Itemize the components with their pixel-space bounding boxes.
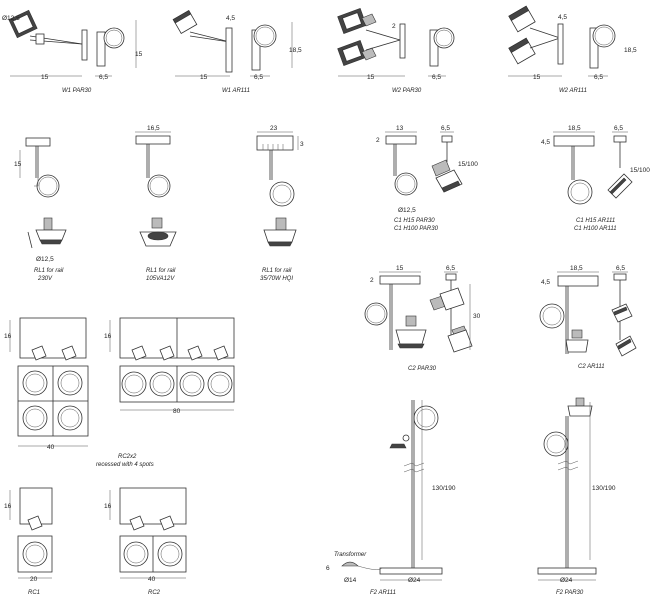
dim-c1-top: 2 [376, 137, 380, 144]
dim-f2par-height: 130/190 [592, 485, 616, 492]
dim-c1-width: 13 [396, 125, 404, 132]
dim-rc2-height: 16 [104, 503, 112, 510]
dim-rc1x4-width: 80 [173, 408, 181, 415]
dim-w2ar-offset: 4,5 [558, 14, 567, 21]
caption-w2-par30: W2 PAR30 [392, 88, 422, 94]
dim-w2-top: 2 [392, 23, 396, 30]
caption-rl1-12v-b: 105VA12V [146, 276, 175, 282]
dim-w1ar-depth: 6,5 [254, 74, 263, 81]
rc1-drawing [9, 487, 53, 579]
dim-f2ar-base: Ø24 [408, 577, 421, 584]
dim-rl1-hqi-height: 3 [300, 141, 304, 148]
w2-par30-drawing [337, 8, 455, 77]
f2-par30-drawing [537, 397, 597, 581]
caption-rc2x2-b: recessed with 4 spots [96, 462, 154, 468]
caption-rl1-12v-a: RL1 for rail [146, 268, 176, 274]
c2-par30-drawing [364, 271, 473, 353]
rl1-230v-drawing [19, 137, 67, 249]
dim-f2par-base: Ø24 [560, 577, 573, 584]
caption-rl1-hqi-b: 35/70W HQI [260, 276, 293, 282]
dim-rl1-diameter: Ø12,5 [36, 256, 54, 263]
rc2-drawing [109, 487, 187, 579]
dim-w1-diameter: Ø12,5 [2, 15, 20, 22]
dim-transformer-height: 6 [326, 565, 330, 572]
caption-f2-ar111: F2 AR111 [370, 590, 396, 596]
dim-rc1-height: 16 [4, 503, 12, 510]
dim-rl1-height: 15 [14, 161, 22, 168]
caption-w1-ar111: W1 AR111 [222, 88, 250, 94]
dim-c2-top: 2 [370, 277, 374, 284]
dim-transformer-diameter: Ø14 [344, 577, 357, 584]
dim-rc2-width: 40 [148, 576, 156, 583]
dim-rc2x2-width: 40 [47, 444, 55, 451]
dim-c2-height: 30 [473, 313, 481, 320]
dim-rc2x2-height: 16 [4, 333, 12, 340]
rl1-hqi-drawing [256, 131, 299, 247]
dim-w1-depth: 6,5 [99, 74, 108, 81]
caption-w2-ar111: W2 AR111 [559, 88, 587, 94]
dim-c1ar-offset: 4,5 [541, 139, 550, 146]
dim-w1-width: 15 [41, 74, 49, 81]
dim-rl1-12v-width: 16,5 [147, 125, 160, 132]
dim-w1-height: 15 [135, 51, 143, 58]
dim-rc2x2-height-b: 16 [104, 333, 112, 340]
f2-ar111-drawing [341, 400, 443, 581]
dim-w1ar-height: 18,5 [289, 47, 302, 54]
dim-c1-depth: 6,5 [441, 125, 450, 132]
dim-rc1-width: 20 [30, 576, 38, 583]
dim-w2-width: 15 [367, 74, 375, 81]
c2-ar111-drawing [539, 271, 637, 357]
caption-rc2x2-a: RC2x2 [118, 454, 137, 460]
caption-rl1-230v-b: 230V [37, 276, 53, 282]
dim-w2ar-width: 15 [533, 74, 541, 81]
rc1x4-front [119, 365, 235, 411]
dim-w1ar-width: 15 [200, 74, 208, 81]
dim-c2-depth: 6,5 [446, 265, 455, 272]
dim-rl1-hqi-width: 23 [270, 125, 278, 132]
dim-c2-width: 15 [396, 265, 404, 272]
w1-par30-drawing [8, 9, 137, 77]
caption-rl1-230v-a: RL1 for rail [34, 268, 64, 274]
dim-c1-height: 15/100 [458, 161, 478, 168]
dim-w2ar-depth: 6,5 [594, 74, 603, 81]
c1-ar111-drawing [553, 131, 633, 205]
w2-ar111-drawing [508, 5, 616, 77]
caption-rc1: RC1 [28, 590, 40, 596]
caption-c2-ar111: C2 AR111 [578, 364, 605, 370]
dim-c2ar-width: 18,5 [570, 265, 583, 272]
caption-w1-par30: W1 PAR30 [62, 88, 92, 94]
caption-rl1-hqi-a: RL1 for rail [262, 268, 292, 274]
dim-c2ar-depth: 6,5 [616, 265, 625, 272]
dim-c1ar-width: 18,5 [568, 125, 581, 132]
dim-c1-diameter: Ø12,5 [398, 207, 416, 214]
w1-ar111-drawing [172, 10, 293, 77]
rc2x2-side-view [9, 317, 235, 361]
caption-c1-par30-b: C1 H100 PAR30 [394, 226, 439, 232]
dim-c2ar-offset: 4,5 [541, 279, 550, 286]
caption-c2-par30: C2 PAR30 [408, 366, 437, 372]
dim-c1ar-height: 15/100 [630, 167, 650, 174]
label-transformer: Transformer [334, 552, 367, 558]
rc2x2-front-grid [17, 365, 89, 447]
dim-w1ar-offset: 4,5 [226, 15, 235, 22]
caption-rc2: RC2 [148, 590, 161, 596]
dim-f2ar-height: 130/190 [432, 485, 456, 492]
caption-c1-ar111-b: C1 H100 AR111 [574, 226, 617, 232]
dim-c1ar-depth: 6,5 [614, 125, 623, 132]
rl1-12v-drawing [135, 131, 177, 247]
dim-w2ar-height: 18,5 [624, 47, 637, 54]
dim-w2-depth: 6,5 [432, 74, 441, 81]
caption-f2-par30: F2 PAR30 [556, 590, 584, 596]
caption-c1-par30-a: C1 H15 PAR30 [394, 218, 435, 224]
c1-par30-drawing [385, 131, 463, 196]
caption-c1-ar111-a: C1 H15 AR111 [576, 218, 615, 224]
